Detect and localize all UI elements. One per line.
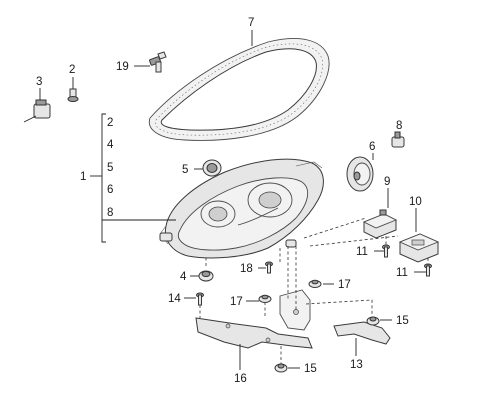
callout-labels: 7 19 2 3 8 6 5 1 2 4 5 6 8 9 10 11 11 4 … (36, 17, 422, 385)
callout-17-left: 17 (230, 296, 243, 308)
part-nut-17-a (258, 294, 272, 303)
part-control-unit-9 (362, 209, 398, 239)
callout-15-bottom: 15 (304, 363, 317, 375)
callout-14: 14 (168, 293, 181, 305)
part-screw-14 (196, 292, 204, 306)
callout-16: 16 (234, 373, 247, 385)
part-ballast-10 (398, 233, 440, 263)
part-clip-8 (391, 131, 405, 148)
part-seal-frame (148, 38, 330, 141)
callout-5-cap: 5 (182, 164, 188, 176)
callout-19: 19 (116, 61, 129, 73)
callout-5-list: 5 (107, 162, 113, 174)
part-headlight-housing (159, 158, 324, 259)
callout-11-right: 11 (396, 267, 408, 279)
part-bolt-2 (67, 88, 79, 102)
callout-6-right: 6 (369, 141, 375, 153)
assembly-guide-lines (199, 217, 429, 364)
callout-13: 13 (350, 359, 363, 371)
part-screw-19 (149, 51, 167, 73)
part-side-bracket-13 (333, 321, 391, 345)
callout-18: 18 (240, 263, 253, 275)
part-lower-bracket-16 (195, 289, 313, 349)
part-cap-5 (202, 159, 222, 177)
part-cover-6 (346, 156, 374, 192)
callout-2-top: 2 (69, 64, 75, 76)
callout-4-list: 4 (107, 139, 114, 151)
callout-1: 1 (80, 171, 86, 183)
callout-4-grommet: 4 (180, 271, 187, 283)
callout-7: 7 (248, 17, 254, 29)
callout-17-right: 17 (338, 279, 351, 291)
part-nut-15-b (274, 363, 288, 373)
part-nut-15-a (366, 316, 380, 326)
callout-15-right: 15 (396, 315, 409, 327)
callout-8-right: 8 (396, 120, 402, 132)
callout-8-list: 8 (107, 207, 113, 219)
callout-3: 3 (36, 76, 42, 88)
callout-6-list: 6 (107, 184, 113, 196)
part-screw-11-a (382, 244, 390, 258)
part-grommet-4 (198, 270, 214, 282)
leader-lines (39, 30, 426, 370)
part-adjuster-3 (23, 99, 51, 123)
callout-9: 9 (384, 176, 390, 188)
part-screw-18 (265, 261, 273, 274)
part-nut-17-b (308, 279, 322, 288)
callout-10: 10 (409, 196, 422, 208)
callout-11-left: 11 (356, 246, 368, 258)
callout-2-list: 2 (107, 117, 113, 129)
